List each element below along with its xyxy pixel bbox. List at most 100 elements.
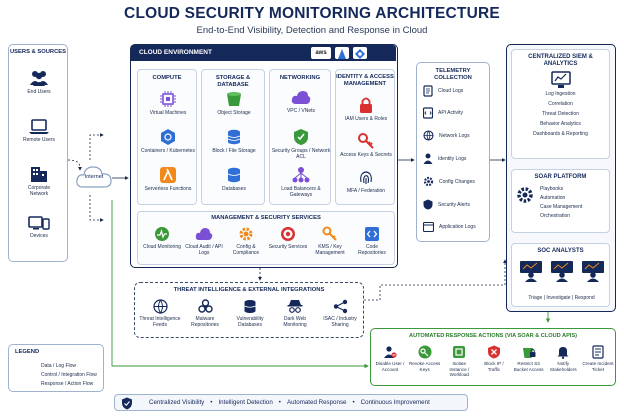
response-label: Revoke Access Keys [408,361,441,372]
devices-item: Devices [9,215,69,239]
end-users-item: End Users [9,69,69,95]
security-groups-item: Security Groups / Network ACL [270,128,332,160]
mgmt-section: MANAGEMENT & SECURITY SERVICES Cloud Mon… [137,211,395,265]
document-icon [423,85,433,97]
remote-users-label: Remote Users [23,137,55,143]
databases-label: Databases [222,186,246,192]
code-repos-item: Code Repositories [352,226,392,256]
fingerprint-icon [336,168,396,186]
load-balancers-label: Load Balancers & Gateways [281,186,321,198]
vpc-label: VPC / VNets [286,108,316,114]
analyst-icons [518,260,606,282]
serverless-item: Serverless Functions [138,166,198,192]
footer-item: Continuous Improvement [360,399,430,406]
soar-section: SOAR PLATFORM Playbooks Automation Case … [511,169,610,233]
block-shield-icon [478,345,510,359]
telemetry-label: Cloud Logs [438,88,464,94]
soar-items: Playbooks Automation Case Management Orc… [540,186,610,219]
vm-item: Virtual Machines [138,90,198,116]
ticket-icon [582,345,614,359]
telemetry-label: Config Changes [439,178,475,185]
monitoring-icon [142,226,182,242]
shield-icon [423,199,433,210]
footer-bar: Centralized Visibility• Intelligent Dete… [114,394,468,411]
containers-item: Containers / Kubernetes [138,128,198,154]
database-icon [229,299,271,314]
vm-label: Virtual Machines [149,110,187,116]
object-storage-label: Object Storage [217,110,251,116]
block-storage-item: Block / File Storage [202,128,266,154]
globe-icon [423,130,434,141]
target-icon [268,226,308,242]
right-column: CENTRALIZED SIEM & ANALYTICS Log Ingesti… [506,44,616,312]
cloud-monitoring-label: Cloud Monitoring [143,244,181,250]
siem-section: CENTRALIZED SIEM & ANALYTICS Log Ingesti… [511,49,610,159]
lock-icon [336,96,396,114]
end-users-label: End Users [27,89,51,95]
biohazard-icon [184,299,226,314]
iam-users-label: IAM Users & Roles [344,116,388,122]
telemetry-item: Identity Logs [423,153,466,164]
siem-item-label: Correlation [548,100,573,107]
share-icon [319,299,361,314]
app-window-icon [423,222,434,232]
response-label: Block IP / Traffic [484,361,504,372]
bucket-icon [202,90,266,108]
containers-label: Containers / Kubernetes [141,148,195,154]
compute-title: COMPUTE [152,75,182,81]
footer-item: Intelligent Detection [218,399,273,406]
networking-title: NETWORKING [279,75,321,81]
page-title: CLOUD SECURITY MONITORING ARCHITECTURE [124,5,500,22]
database-icon [202,166,266,184]
aws-logo-icon: aws [311,47,331,59]
internet-label: Internet [84,174,104,180]
devices-icon [9,215,69,231]
vpc-item: VPC / VNets [270,90,332,114]
soar-item-label: Automation [540,195,566,201]
response-item: Isolate Instance / Workload [443,345,475,378]
telemetry-item: API Activity [423,107,463,119]
response-label: Restrict S3 Bucket Access [513,361,544,372]
dark-web-label: Dark Web Monitoring [283,316,307,328]
soar-item-label: Orchestration [540,213,571,219]
iam-title: IDENTITY & ACCESS MANAGEMENT [336,74,394,87]
dark-web-item: Dark Web Monitoring [274,299,316,328]
threat-intel-items: Threat Intelligence Feeds Malware Reposi… [139,299,361,328]
siem-item-label: Log Ingestion [545,90,576,97]
shield-icon [270,128,332,146]
mfa-label: MFA / Federation [346,188,386,194]
key-icon [336,132,396,150]
mfa-item: MFA / Federation [336,168,396,194]
soc-caption: Triage | Investigate | Respond [528,295,595,301]
isolate-icon [443,345,475,359]
load-balancers-item: Load Balancers & Gateways [270,166,332,198]
access-keys-item: Access Keys & Secrets [336,132,396,158]
revoke-key-icon [409,345,441,359]
legend-panel: LEGEND Data / Log Flow Control / Integra… [8,344,104,392]
footer-separator: • [210,399,213,406]
soar-item-label: Playbooks [540,186,564,192]
devices-label: Devices [30,233,48,239]
soc-section: SOC ANALYSTS Triage | Investigate | Resp… [511,243,610,307]
telemetry-item: Cloud Logs [423,85,463,97]
siem-header: CENTRALIZED SIEM & ANALYTICS [528,54,593,67]
code-repos-label: Code Repositories [358,244,386,256]
disable-user-icon [374,345,406,359]
iam-users-item: IAM Users & Roles [336,96,396,122]
corporate-network-label: Corporate Network [27,185,51,197]
soar-header: SOAR PLATFORM [534,174,587,180]
cloud-icon [76,166,112,188]
object-storage-item: Object Storage [202,90,266,116]
isac-item: ISAC / Industry Sharing [319,299,361,328]
corporate-network-item: Corporate Network [9,163,69,197]
remote-users-item: Remote Users [9,119,69,143]
malware-label: Malware Repositories [191,316,219,328]
legend-control-flow: Control / Integration Flow [41,372,97,378]
key-icon [310,226,350,242]
footer-items: Centralized Visibility• Intelligent Dete… [149,399,430,406]
telemetry-item: Config Changes [423,176,475,187]
telemetry-item: Application Logs [423,222,476,232]
kubernetes-icon [138,128,198,146]
response-panel: AUTOMATED RESPONSE ACTIONS (VIA SOAR & C… [370,328,616,386]
cloud-monitoring-item: Cloud Monitoring [142,226,182,256]
